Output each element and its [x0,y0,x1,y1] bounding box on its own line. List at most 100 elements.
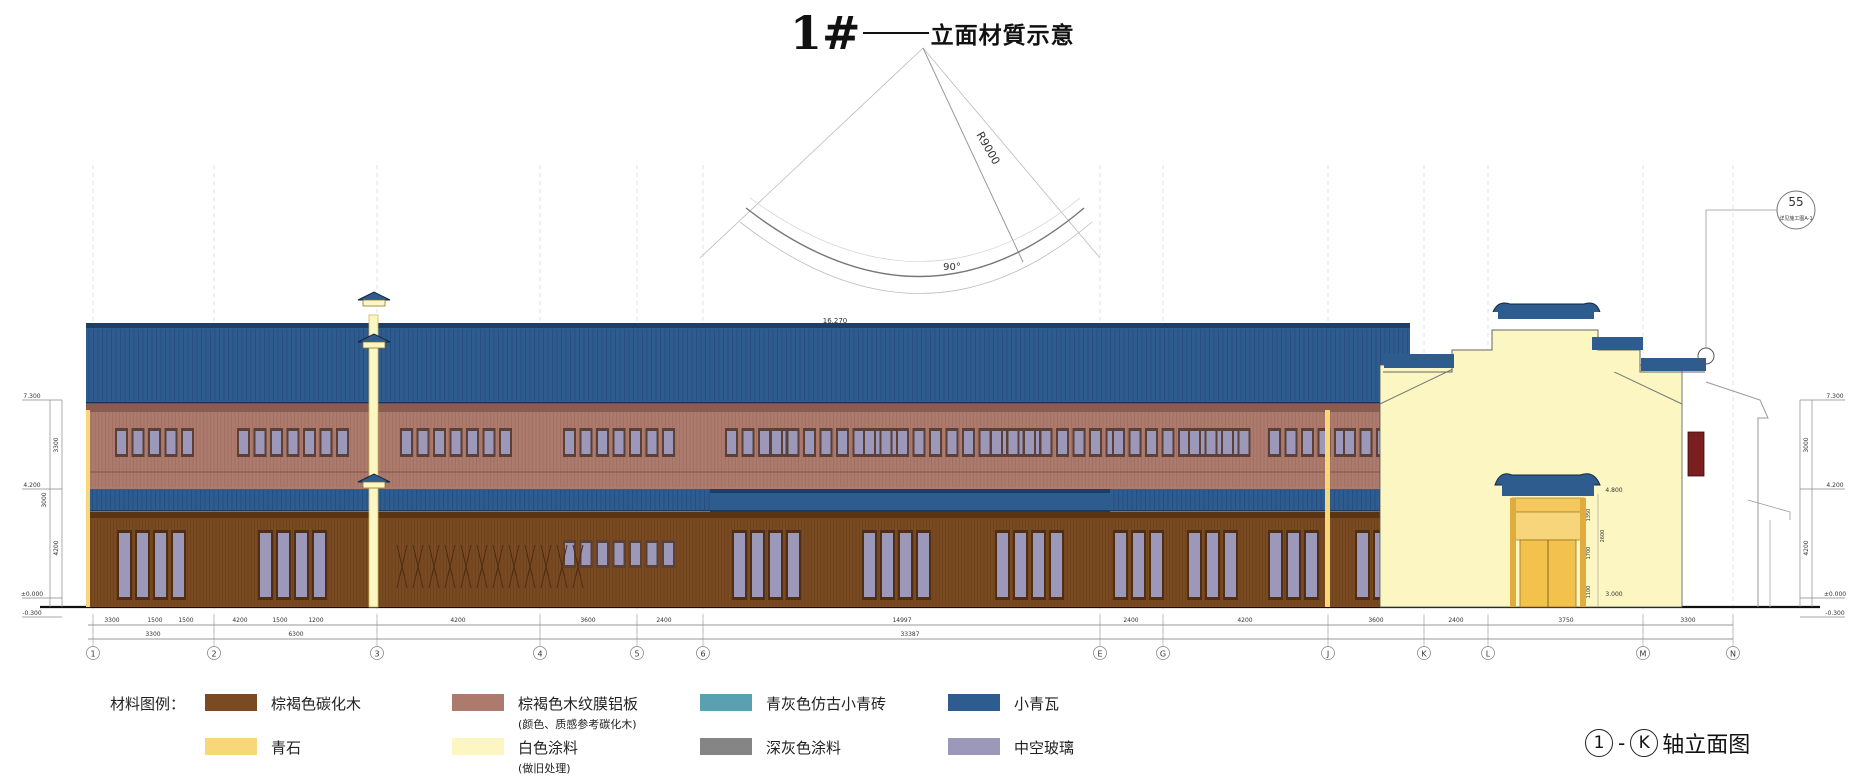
level-label: 7.300 [23,393,40,400]
axis-bubble-label: J [1326,650,1329,659]
ground-window-glass [647,543,657,565]
ground-door-glass [900,533,911,597]
ground-door-glass [1033,533,1044,597]
ground-door-glass [788,533,799,597]
upper-window-glass [1074,431,1084,454]
lattice-bar [508,544,520,589]
dim-label-2: 33387 [900,631,919,638]
level-label-right: -0.300 [1825,610,1845,617]
ground-door-glass [1151,533,1162,597]
ground-window-glass [631,543,640,565]
axis-bubble [1093,646,1107,660]
upper-window-glass [150,431,159,454]
height-label: 3000 [41,492,48,507]
legend-swatch [948,694,1000,711]
legend-label: 青灰色仿古小青砖 [766,695,887,713]
upper-window-glass [598,431,607,454]
upper-window-glass [1345,431,1354,454]
upper-window-glass [980,431,990,454]
ground-door-glass [155,533,166,597]
legend-label: 青石 [271,739,302,757]
upper-window-glass [647,431,657,454]
callout-ref: 详见施工图A-1 [1779,215,1812,222]
arc-curve-inner [749,197,1081,262]
upper-window-glass [239,431,248,454]
level-label: -0.300 [22,610,42,617]
ground-door-glass [1225,533,1236,597]
legend-note: (颜色、质感参考碳化木) [518,718,637,731]
upper-window-glass [664,431,673,454]
axis-bubble [1726,646,1740,660]
upper-window-glass [166,431,176,454]
upper-window-glass [1147,431,1156,454]
dim-label-1: 1500 [178,617,193,624]
axis-bubble [86,646,100,660]
dim-label-1: 1200 [308,617,323,624]
entrance-panel [1513,511,1583,541]
arc-curve-outer [739,221,1093,294]
upper-window-glass [805,431,814,454]
mid-roof-center [710,493,1110,515]
level-label-right: 7.300 [1826,393,1843,400]
upper-window-glass [402,431,411,454]
upper-window-glass [1319,431,1329,454]
upper-window-glass [743,431,753,454]
axis-bubble-label: E [1097,650,1102,659]
radius-line [922,47,1024,263]
upper-roof [86,327,1410,403]
ground-door-glass [918,533,929,597]
axis-bubble-label: N [1730,650,1736,659]
lattice-bar [540,544,552,589]
axis-bubble-label: K [1421,650,1427,659]
arc-ray [699,47,924,259]
upper-window-glass [117,431,126,454]
gable-cap-right [1592,337,1643,350]
door-dim-label: 1100 [1586,586,1592,599]
upper-window-glass [760,431,769,454]
upper-window-glass [435,431,444,454]
height-label: 4200 [1803,540,1810,555]
drawing-title: 1#立面材質示意 [790,6,1075,60]
ground-door-glass [770,533,781,597]
entrance-frieze [1511,497,1585,513]
axis-bubble [1417,646,1431,660]
side-canopy [1747,499,1791,520]
lattice-bar [428,544,440,589]
ground-door-glass [260,533,271,597]
door-dim-label: 1700 [1586,547,1592,560]
legend-label: 中空玻璃 [1014,739,1075,757]
ground-door-glass [734,533,745,597]
legend-swatch [700,694,752,711]
upper-window-glass [418,431,428,454]
legend-label: 深灰色涂料 [766,739,842,757]
legend-swatch [452,694,504,711]
level-label: ±0.000 [21,591,43,598]
lattice-bar [524,544,536,589]
upper-window-glass [1163,431,1173,454]
ground-door-glass [137,533,148,597]
ground-door-glass [1115,533,1126,597]
dim-label-1: 4200 [1237,617,1252,624]
upper-window-glass [881,431,891,454]
dim-label-1: 1500 [147,617,162,624]
upper-window-glass [1239,431,1249,454]
dim-label-1: 3600 [580,617,595,624]
small-callout [1697,347,1715,365]
upper-window-glass [1041,431,1051,454]
view-title: 轴立面图 [1662,733,1751,758]
upper-window-glass [914,431,924,454]
level-label-right: 4.200 [1826,482,1843,489]
gate-pillar-left [1510,498,1516,607]
legend-swatch [205,694,257,711]
axis-bubble-label: 6 [700,650,705,659]
ground-door-glass [1357,533,1368,597]
dim-label-1: 3300 [104,617,119,624]
axis-bubble [696,646,710,660]
lantern-body [362,481,386,489]
axis-bubble-label: M [1640,650,1647,659]
dim-label-1: 3750 [1558,617,1573,624]
upper-window-glass [964,431,973,454]
height-label: 3300 [53,437,60,452]
upper-window-glass [865,431,874,454]
lattice-bar [492,544,504,589]
